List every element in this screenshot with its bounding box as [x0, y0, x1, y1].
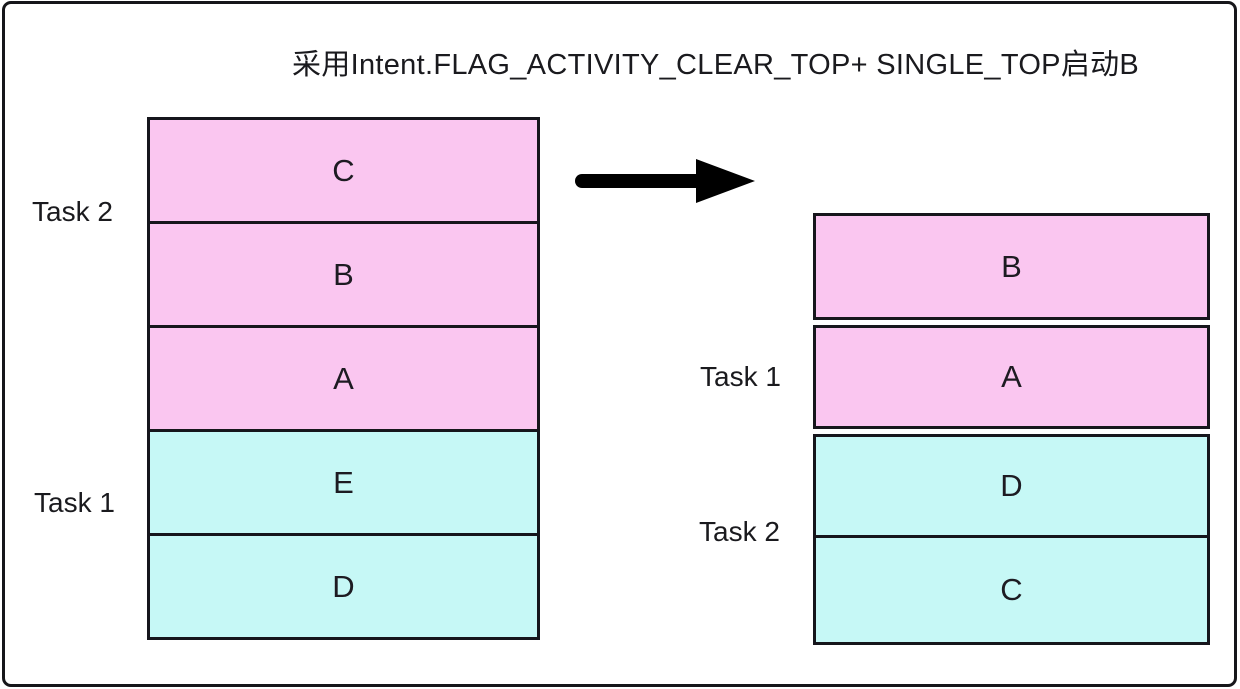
- before-activity-stack: C B A E D: [147, 117, 540, 640]
- after-task2-label: Task 2: [699, 516, 780, 547]
- before-activity-b: B: [147, 221, 540, 328]
- after-activity-c: C: [813, 535, 1210, 645]
- before-task1-label: Task 1: [34, 487, 115, 518]
- before-task2-label: Task 2: [32, 196, 113, 227]
- before-activity-e: E: [147, 429, 540, 536]
- diagram-title: 采用Intent.FLAG_ACTIVITY_CLEAR_TOP+ SINGLE…: [292, 49, 1140, 81]
- after-activity-b: B: [813, 213, 1210, 320]
- before-activity-d: D: [147, 533, 540, 640]
- after-task1-label: Task 1: [700, 361, 781, 392]
- after-activity-a: A: [813, 325, 1210, 429]
- after-activity-d: D: [813, 434, 1210, 538]
- before-activity-a: A: [147, 325, 540, 432]
- before-activity-c: C: [147, 117, 540, 224]
- after-activity-stack: B A D C: [813, 213, 1210, 645]
- transition-right-arrow-icon: [574, 157, 758, 205]
